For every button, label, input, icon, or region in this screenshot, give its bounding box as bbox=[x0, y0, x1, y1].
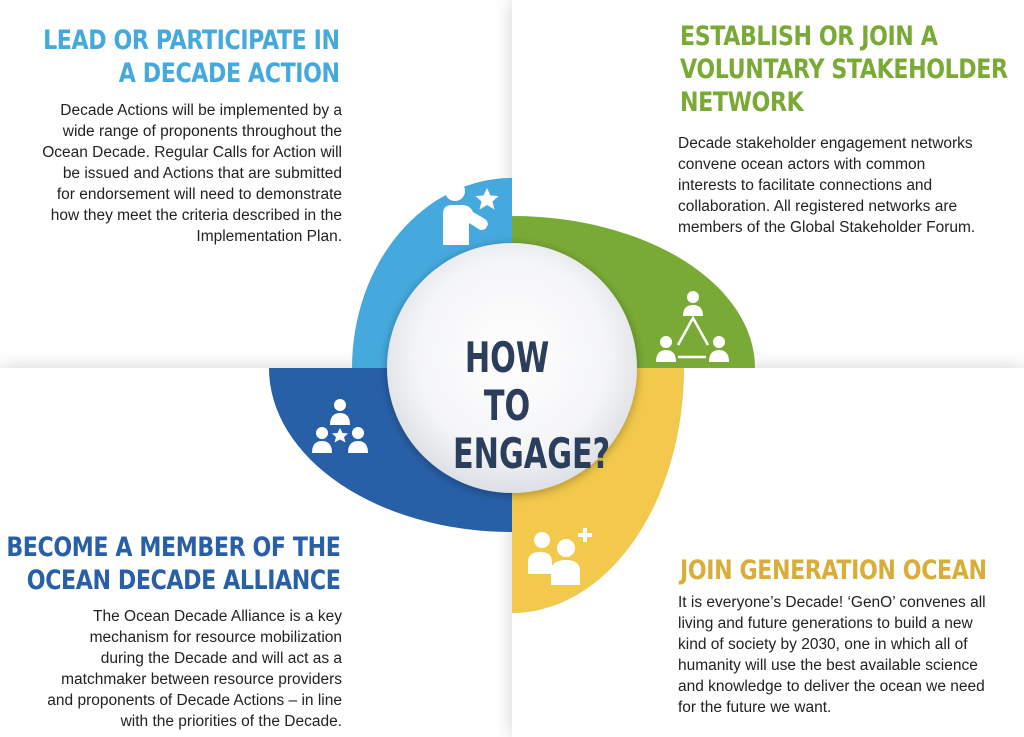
lead-description-line: Ocean Decade. Regular Calls for Action w… bbox=[42, 144, 342, 161]
person-star-icon bbox=[443, 181, 499, 245]
geno-description-line: humanity will use the best available sci… bbox=[678, 657, 978, 674]
alliance-title-line: BECOME A MEMBER OF THE bbox=[5, 532, 341, 563]
lead-description-line: Implementation Plan. bbox=[196, 228, 342, 245]
lead-description-line: wide range of proponents throughout the bbox=[62, 123, 342, 140]
geno-description-line: for the future we want. bbox=[678, 699, 832, 716]
network-people-icon bbox=[656, 291, 729, 362]
lead-description-line: be issued and Actions that are submitted bbox=[62, 165, 342, 182]
network-title: ESTABLISH OR JOIN A VOLUNTARY STAKEHOLDE… bbox=[680, 20, 1008, 119]
people-plus-icon bbox=[528, 528, 592, 585]
group-star-icon bbox=[312, 399, 368, 453]
lead-description-line: how they meet the criteria described in … bbox=[50, 207, 342, 224]
center-title-line: ENGAGE? bbox=[453, 429, 611, 478]
geno-description-line: and knowledge to deliver the ocean we ne… bbox=[678, 678, 985, 695]
network-description-line: members of the Global Stakeholder Forum. bbox=[678, 219, 976, 236]
alliance-description-line: The Ocean Decade Alliance is a key bbox=[93, 608, 342, 625]
alliance-description-line: with the priorities of the Decade. bbox=[120, 713, 342, 730]
network-description-line: convene ocean actors with common bbox=[678, 156, 926, 173]
network-title-line: ESTABLISH OR JOIN A bbox=[680, 21, 938, 52]
geno-description-line: kind of society by 2030, one in which al… bbox=[678, 636, 968, 653]
alliance-description-line: matchmaker between resource providers bbox=[61, 671, 342, 688]
lead-description-line: for endorsement will need to demonstrate bbox=[56, 186, 342, 203]
geno-title: JOIN GENERATION OCEAN bbox=[680, 554, 987, 587]
network-description: Decade stakeholder engagement networks c… bbox=[678, 133, 975, 238]
lead-description-line: Decade Actions will be implemented by a bbox=[60, 102, 342, 119]
center-title-line: HOW TO bbox=[464, 333, 550, 430]
lead-description: Decade Actions will be implemented by a … bbox=[42, 100, 342, 247]
alliance-title: BECOME A MEMBER OF THE OCEAN DECADE ALLI… bbox=[5, 531, 341, 597]
lead-title: LEAD OR PARTICIPATE IN A DECADE ACTION bbox=[43, 24, 340, 90]
geno-title-line: JOIN GENERATION OCEAN bbox=[680, 555, 987, 586]
alliance-title-line: OCEAN DECADE ALLIANCE bbox=[26, 565, 340, 596]
network-description-line: interests to facilitate connections and bbox=[678, 177, 933, 194]
network-description-line: collaboration. All registered networks a… bbox=[678, 198, 958, 215]
center-circle bbox=[387, 243, 637, 493]
center-title: HOW TO ENGAGE? bbox=[453, 333, 611, 478]
lead-title-line: A DECADE ACTION bbox=[119, 58, 340, 89]
geno-description-line: living and future generations to build a… bbox=[678, 615, 973, 632]
arc-network bbox=[512, 216, 755, 368]
arc-alliance bbox=[269, 368, 512, 532]
alliance-description-line: during the Decade and will act as a bbox=[100, 650, 342, 667]
geno-description: It is everyone’s Decade! ‘GenO’ convenes… bbox=[678, 592, 986, 718]
network-title-line: NETWORK bbox=[680, 87, 804, 118]
alliance-description-line: mechanism for resource mobilization bbox=[89, 629, 342, 646]
alliance-description-line: and proponents of Decade Actions – in li… bbox=[47, 692, 342, 709]
network-description-line: Decade stakeholder engagement networks bbox=[678, 135, 973, 152]
alliance-description: The Ocean Decade Alliance is a key mecha… bbox=[47, 606, 342, 732]
geno-description-line: It is everyone’s Decade! ‘GenO’ convenes… bbox=[678, 594, 986, 611]
arc-geno bbox=[512, 368, 684, 613]
network-title-line: VOLUNTARY STAKEHOLDER bbox=[680, 54, 1008, 85]
lead-title-line: LEAD OR PARTICIPATE IN bbox=[43, 25, 340, 56]
